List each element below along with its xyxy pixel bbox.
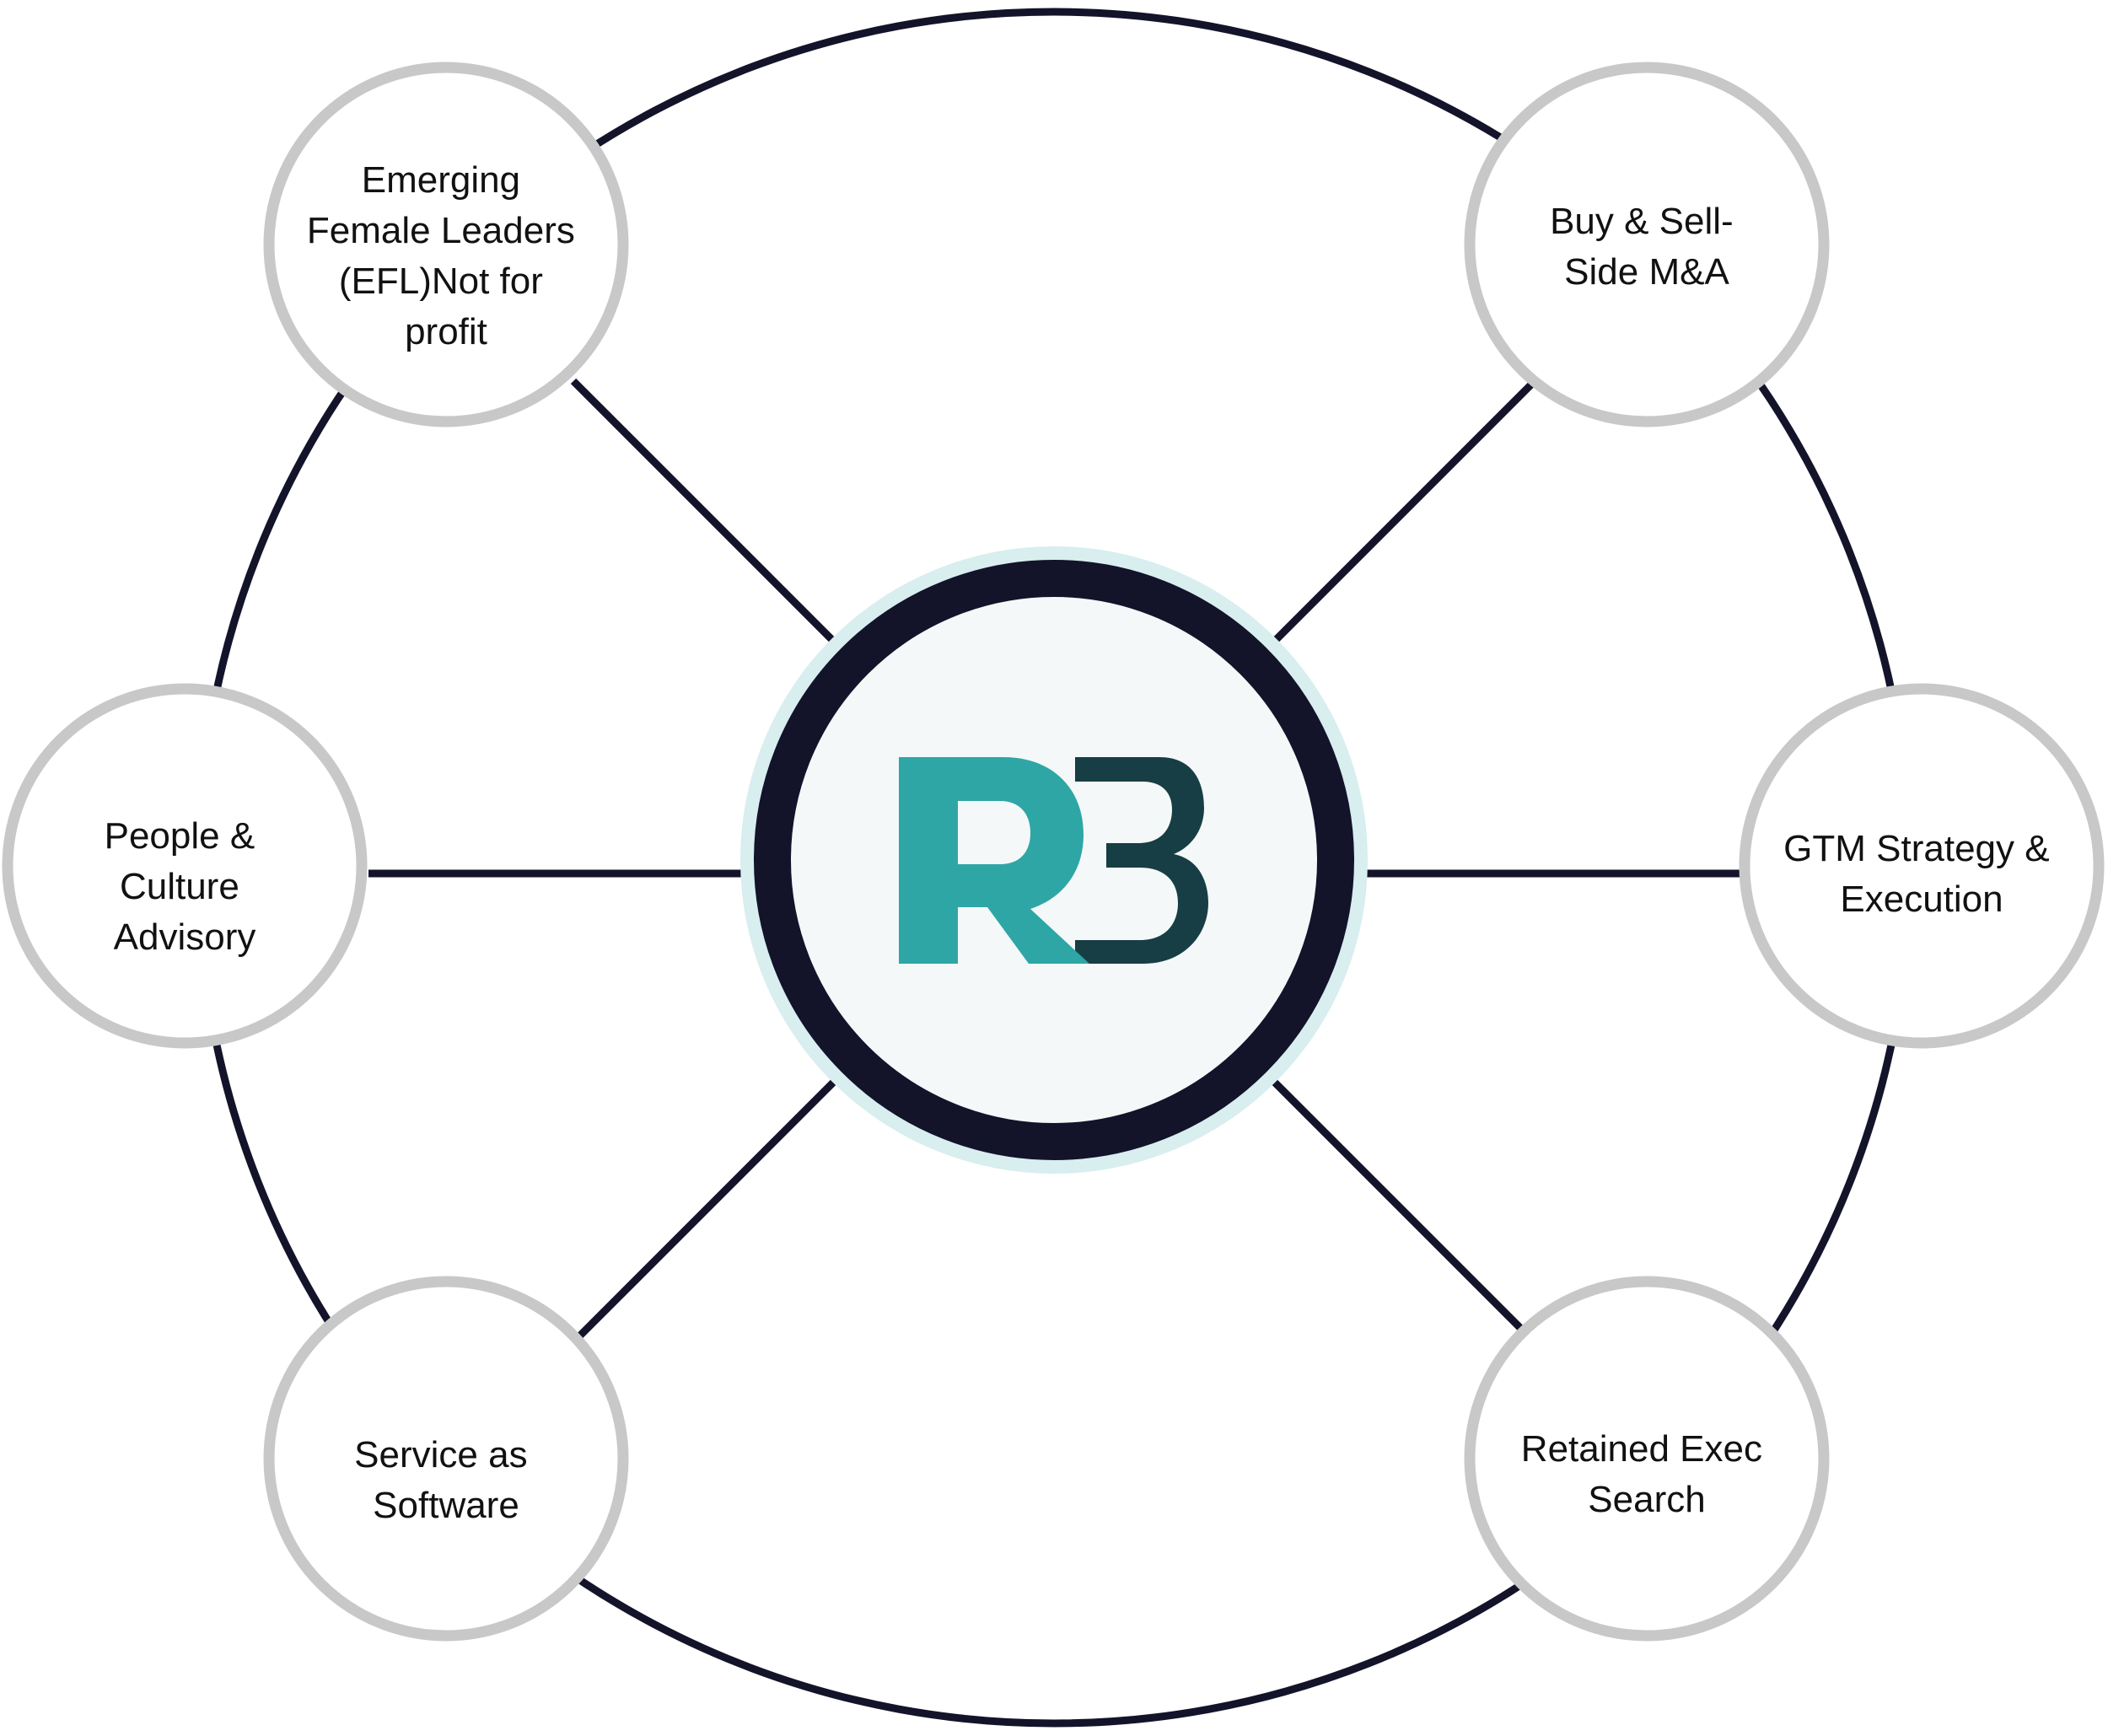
node-label-line: Search (1588, 1479, 1705, 1520)
node-label-line: Execution (1840, 879, 2003, 920)
node-label-line: Buy & Sell- (1550, 201, 1734, 242)
spoke-bottom-left (570, 1078, 838, 1346)
node-label-line: Software (373, 1485, 519, 1526)
node-label-line: Advisory (114, 916, 256, 958)
svg-text:Service as Software: Service as Software (354, 1434, 538, 1526)
node-label-line: Female Leaders (307, 210, 575, 251)
spokes (368, 378, 1740, 1346)
logo-letter-r (899, 757, 1089, 964)
node-label-line: (EFL)Not for (339, 261, 543, 302)
node-buy-sell-side-ma: Buy & Sell- Side M&A (1464, 62, 1830, 427)
node-label-line: People & (105, 815, 255, 857)
outer-nodes: Emerging Female Leaders (EFL)Not for pro… (2, 62, 2105, 1642)
node-retained-exec-search: Retained Exec Search (1464, 1276, 1830, 1642)
svg-text:People & Culture: People & Culture Advisory (105, 815, 266, 958)
svg-text:Emerging Female Leader: Emerging Female Leaders (EFL)Not for pro… (307, 159, 585, 352)
node-label-line: Side M&A (1564, 251, 1729, 293)
spoke-top-left (570, 378, 838, 646)
node-emerging-female-leaders: Emerging Female Leaders (EFL)Not for pro… (263, 62, 629, 427)
node-gtm-strategy-execution: GTM Strategy & Execution (1739, 683, 2105, 1049)
node-label-line: GTM Strategy & (1783, 828, 2049, 869)
svg-text:Retained Exec Search: Retained Exec Search (1521, 1428, 1772, 1520)
node-circle (2, 683, 368, 1049)
svg-text:GTM Strategy & Executi: GTM Strategy & Execution (1783, 828, 2060, 920)
node-circle (1739, 683, 2105, 1049)
node-circle (263, 62, 629, 427)
spoke-bottom-right (1270, 1078, 1538, 1346)
node-people-culture-advisory: People & Culture Advisory (2, 683, 368, 1049)
node-circle (263, 1276, 629, 1642)
node-circle (1464, 62, 1830, 427)
logo-letter-b (1075, 757, 1208, 964)
rb-logo (899, 757, 1208, 964)
svg-text:Buy & Sell- Side M&A: Buy & Sell- Side M&A (1550, 201, 1744, 293)
spoke-top-right (1270, 378, 1538, 646)
node-label-line: profit (405, 311, 487, 352)
node-label-line: Culture (120, 866, 239, 907)
node-label-line: Service as (354, 1434, 527, 1475)
node-label-line: Emerging (362, 159, 520, 201)
node-label-line: Retained Exec (1521, 1428, 1762, 1470)
node-service-as-software: Service as Software (263, 1276, 629, 1642)
node-circle (1464, 1276, 1830, 1642)
center-hub (740, 546, 1368, 1174)
